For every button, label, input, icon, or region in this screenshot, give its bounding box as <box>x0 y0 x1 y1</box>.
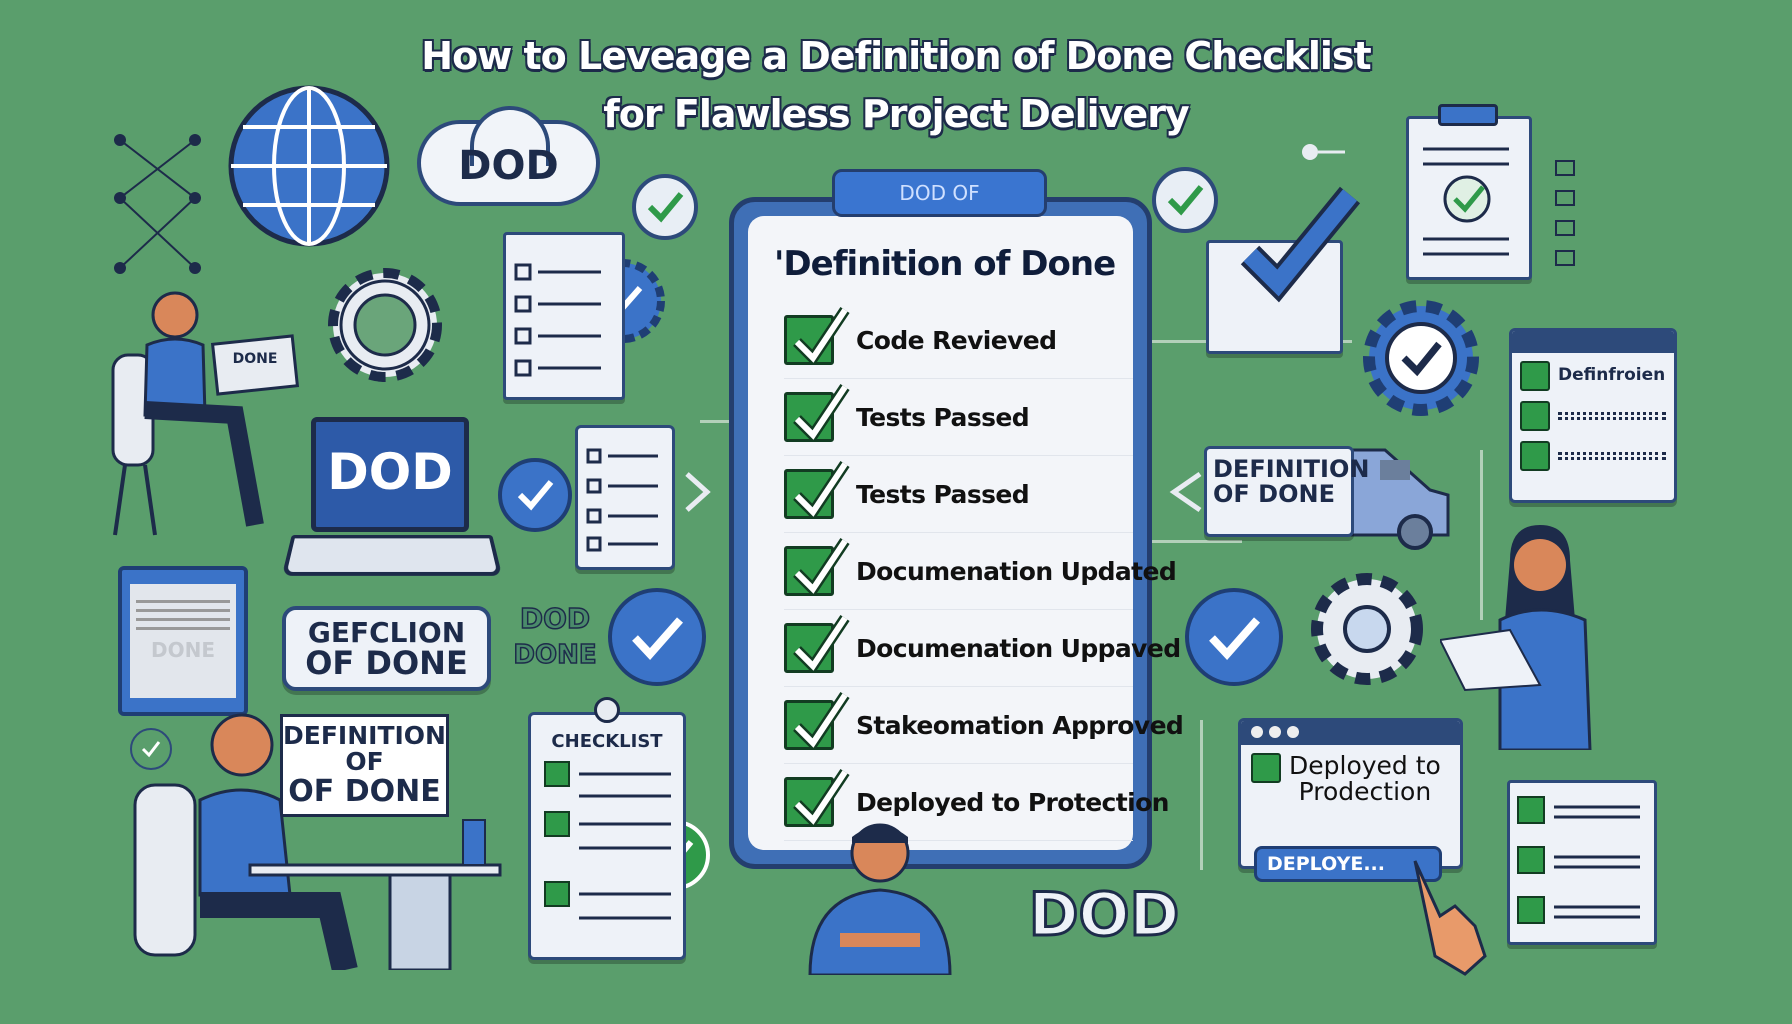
connector-line <box>1200 720 1203 870</box>
tablet-icon: DONE <box>118 566 248 716</box>
check-circle-icon <box>632 174 698 240</box>
laptop-label: DOD <box>327 443 453 501</box>
check-circle-icon <box>1152 167 1218 233</box>
connector-line <box>700 420 730 423</box>
deploy-button[interactable]: DEPLOYE... <box>1254 846 1442 882</box>
person-at-desk <box>133 713 502 970</box>
checklist-label: CHECKLIST <box>551 731 663 752</box>
list-markers <box>1555 160 1575 270</box>
sign-line1: DEFINITION <box>283 721 446 750</box>
checklist-item: Code Revieved <box>784 302 1133 379</box>
badge-line2: OF DONE <box>305 644 468 683</box>
checklist-item-label: Documenation Updated <box>856 556 1177 586</box>
sign-line2: OF <box>345 747 384 777</box>
truck-line1: DEFINITION <box>1213 455 1370 483</box>
definition-badge: GEFCLION OF DONE <box>282 606 491 691</box>
connector-line <box>1152 540 1242 543</box>
laptop-screen: DOD <box>311 417 469 532</box>
chevron-right-icon <box>685 472 711 512</box>
pointing-hand-icon <box>1413 860 1487 976</box>
definition-sign: DEFINITION OF OF DONE <box>280 714 449 817</box>
tablet-label: DONE <box>150 638 215 662</box>
window-heading: Definfroien <box>1558 365 1666 386</box>
checkbox-checked-icon[interactable] <box>784 306 850 365</box>
deploy-window: Deployed to Prodection <box>1238 718 1463 869</box>
checklist-item-label: Stakeomation Approved <box>856 710 1184 740</box>
checkbox-checked-icon[interactable] <box>784 383 850 442</box>
checklist-item-label: Deployed to Protection <box>856 787 1169 817</box>
sign-line3: OF DONE <box>288 773 441 809</box>
gear-badge-icon <box>1363 300 1479 416</box>
checklist-item-label: Documenation Uppaved <box>856 633 1181 663</box>
check-circle-icon <box>608 588 706 686</box>
connector-node-icon <box>1302 144 1345 160</box>
document-stack <box>1507 780 1657 945</box>
person-with-laptop <box>111 291 300 536</box>
checklist-item-label: Code Revieved <box>856 325 1057 355</box>
dod-text: DOD <box>519 602 591 635</box>
title-line2: for Flawless Project Delivery <box>603 92 1189 136</box>
checklist-item: Stakeomation Approved <box>784 687 1184 764</box>
deploy-label-line2: Prodection <box>1298 777 1432 807</box>
clipboard-icon <box>575 425 675 570</box>
title-line1: How to Leveage a Definition of Done Chec… <box>421 34 1371 78</box>
truck-line2: OF DONE <box>1213 480 1335 509</box>
checklist-item-label: Tests Passed <box>856 402 1030 432</box>
globe-icon <box>228 85 390 247</box>
truck-icon <box>1330 448 1450 550</box>
person-reading <box>1440 525 1592 750</box>
checklist-window: Definfroien <box>1509 328 1677 503</box>
board-tab: DOD OF <box>832 169 1047 217</box>
arrow-left-icon <box>1169 471 1202 513</box>
deploy-label-line1: Deployed to <box>1289 751 1441 780</box>
checkbox-checked-icon[interactable] <box>784 768 850 827</box>
gear-icon <box>328 268 442 382</box>
checklist-item: Documenation Uppaved <box>784 610 1181 687</box>
checkbox-checked-icon[interactable] <box>784 537 850 596</box>
board-heading: 'Definition of Done <box>774 244 1116 284</box>
truck-sign: DEFINITION OF DONE <box>1204 446 1370 537</box>
gear-icon <box>1311 573 1423 685</box>
check-circle-icon <box>1185 588 1283 686</box>
badge-line1: GEFCLION <box>307 616 466 649</box>
done-text: DONE <box>513 640 598 670</box>
clip-icon <box>1438 104 1498 126</box>
clip-icon <box>594 697 620 723</box>
checklist-item: Tests Passed <box>784 379 1133 456</box>
network-icon <box>114 134 201 274</box>
clipboard-icon <box>1406 116 1532 280</box>
person-laptop-screen-text: DONE <box>232 351 278 367</box>
person-arms-crossed <box>808 823 952 975</box>
checklist-item-label: Tests Passed <box>856 479 1030 509</box>
checkbox-checked-icon[interactable] <box>784 460 850 519</box>
bottom-dod-text: DOD <box>1027 880 1181 950</box>
cloud-label: DOD <box>458 143 559 189</box>
checklist-item: Tests Passed <box>784 456 1133 533</box>
connector-line <box>1480 450 1483 620</box>
checklist-item: Deployed to Protection <box>784 764 1169 841</box>
checklist-clipboard: CHECKLIST <box>528 712 686 960</box>
checkbox-checked-icon[interactable] <box>784 614 850 673</box>
checklist-item: Documenation Updated <box>784 533 1177 610</box>
check-circle-icon <box>130 728 172 770</box>
checkbox-checked-icon[interactable] <box>784 691 850 750</box>
document-icon <box>503 232 625 400</box>
checkmark-icon <box>1240 186 1361 303</box>
cloud-top <box>470 106 550 166</box>
check-circle-icon <box>498 458 572 532</box>
laptop-keyboard <box>281 535 503 576</box>
